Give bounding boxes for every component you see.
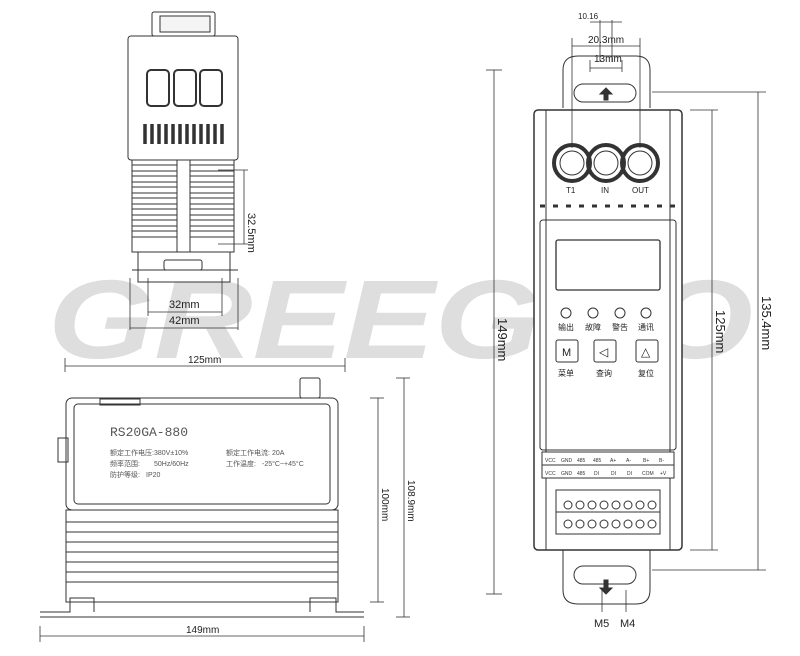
- reset-button-symbol: △: [641, 345, 651, 359]
- dim-width-42: 42mm: [169, 315, 200, 327]
- port-label-in: IN: [601, 186, 609, 195]
- top-view: [64, 11, 346, 372]
- svg-text:+V: +V: [660, 471, 667, 477]
- spec-label: 频率范围:: [110, 459, 140, 468]
- model-label: RS20GA-880: [110, 425, 188, 440]
- menu-button-symbol: M: [562, 347, 571, 359]
- query-button-label: 查询: [596, 368, 612, 378]
- side-view: [39, 377, 410, 642]
- svg-text:A+: A+: [610, 458, 616, 464]
- spec-label: 额定工作电压:: [110, 448, 154, 457]
- spec-value: 50Hz/60Hz: [154, 461, 189, 468]
- svg-text:485: 485: [593, 458, 602, 464]
- screw-label-m4: M4: [620, 618, 635, 630]
- menu-button-label: 菜单: [558, 368, 574, 378]
- svg-text:VCC: VCC: [545, 458, 556, 464]
- svg-text:A-: A-: [626, 458, 631, 464]
- terminal-row-2: VCC GND 485 DI DI DI COM +V: [545, 471, 667, 477]
- dim-height-149: 149mm: [495, 318, 510, 361]
- screw-label-m5: M5: [594, 618, 609, 630]
- query-button-symbol: ◁: [599, 345, 609, 359]
- indicator-label-output: 输出: [558, 322, 574, 332]
- front-view: [486, 20, 766, 612]
- svg-text:485: 485: [577, 471, 586, 477]
- indicator-label-fault: 故障: [585, 322, 601, 332]
- dim-height-135-4: 135.4mm: [759, 296, 774, 350]
- dim-width-149: 149mm: [186, 625, 219, 636]
- dim-height-108-9: 108.9mm: [405, 480, 416, 522]
- dim-width-32: 32mm: [169, 299, 200, 311]
- spec-label: 工作温度:: [226, 459, 256, 468]
- port-label-out: OUT: [632, 186, 649, 195]
- dim-10-16: 10.16: [578, 12, 599, 21]
- indicator-label-comm: 通讯: [638, 322, 654, 332]
- dim-height-100: 100mm: [379, 488, 390, 521]
- svg-text:B-: B-: [659, 458, 664, 464]
- dim-height-32-5: 32.5mm: [245, 213, 257, 253]
- reset-button-label: 复位: [638, 368, 654, 378]
- spec-list: 额定工作电压: 380V±10% 额定工作电流: 20A 频率范围: 50Hz/…: [110, 448, 304, 479]
- svg-text:B+: B+: [643, 458, 649, 464]
- dim-20-3: 20.3mm: [588, 35, 624, 46]
- svg-text:GND: GND: [561, 458, 573, 464]
- svg-text:485: 485: [577, 458, 586, 464]
- svg-text:DI: DI: [627, 471, 632, 477]
- spec-label: 额定工作电流:: [226, 448, 270, 457]
- spec-value: -25°C~+45°C: [262, 460, 304, 468]
- svg-text:DI: DI: [611, 471, 616, 477]
- svg-text:VCC: VCC: [545, 471, 556, 477]
- port-label-t1: T1: [566, 186, 576, 195]
- spec-value: IP20: [146, 472, 161, 479]
- spec-value: 380V±10%: [154, 450, 188, 457]
- dim-length-125: 125mm: [188, 355, 221, 366]
- indicator-label-warning: 警告: [612, 322, 628, 332]
- spec-label: 防护等级:: [110, 470, 140, 479]
- svg-text:COM: COM: [642, 471, 654, 477]
- terminal-row-1: VCC GND 485 485 A+ A- B+ B-: [545, 458, 664, 464]
- svg-text:GND: GND: [561, 471, 573, 477]
- spec-value: 20A: [272, 450, 285, 457]
- dim-13: 13mm: [594, 54, 622, 65]
- svg-text:DI: DI: [594, 471, 599, 477]
- dim-height-125: 125mm: [713, 310, 728, 353]
